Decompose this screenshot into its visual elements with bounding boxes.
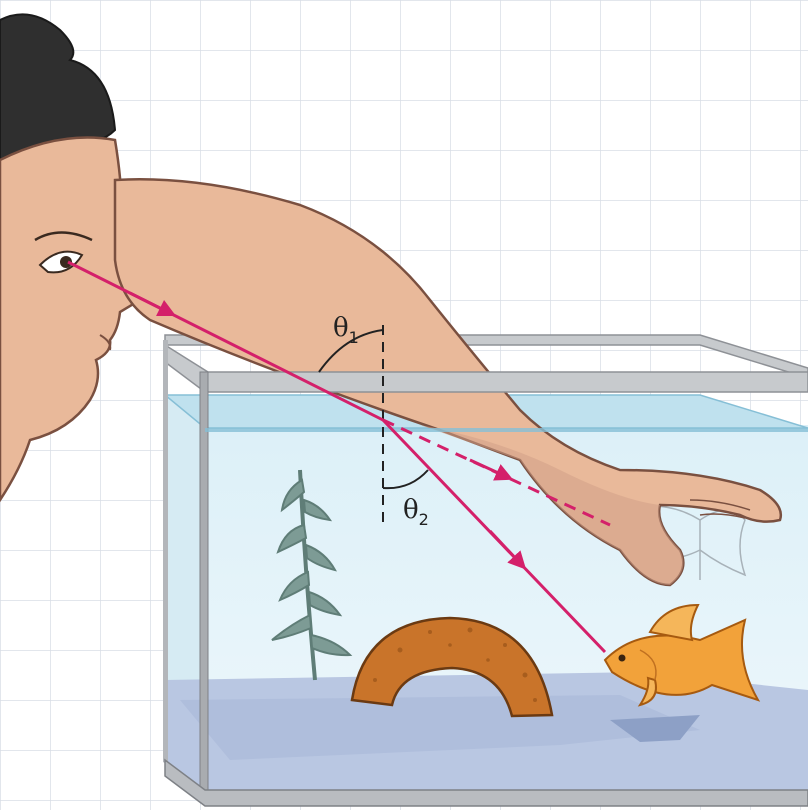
theta2-subscript: 2 [419,510,429,529]
tank-left-post [200,372,208,792]
theta1-subscript: 1 [349,328,359,347]
tank-left-back-post [163,340,168,765]
tank-water-line [205,428,808,432]
